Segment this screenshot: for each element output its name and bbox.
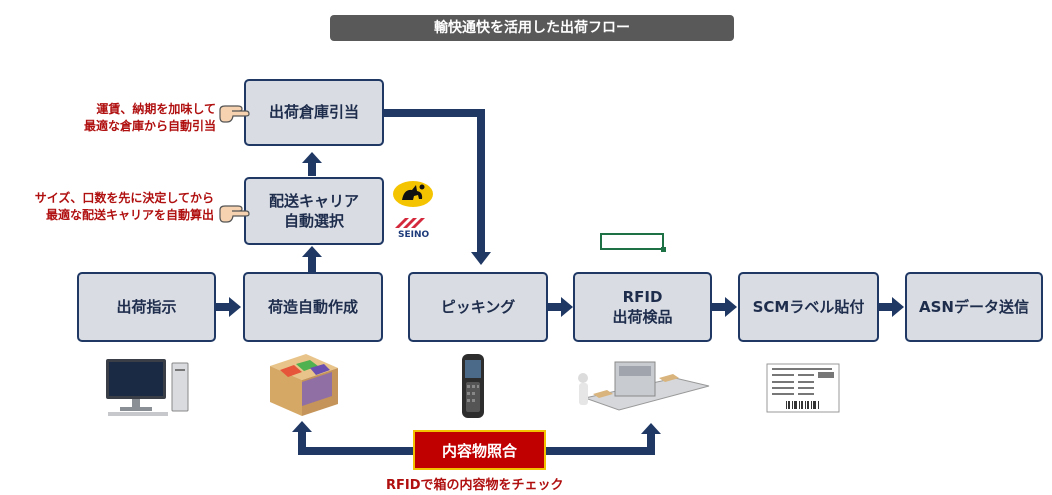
freight-note-line-2: 最適な倉庫から自動引当 [83,119,216,133]
arrow-shaft [712,303,726,311]
arrow-head [641,423,661,434]
arrow-shaft [216,303,230,311]
size-note: サイズ、口数を先に決定してから 最適な配送キャリアを自動算出 [0,190,214,224]
cell-selection-frame [600,233,666,252]
seino-logo-icon [395,218,425,228]
picking-box: ピッキング [408,272,548,342]
arrow-head [302,152,322,163]
arrow-head [292,421,312,432]
asn-send-label: ASNデータ送信 [919,297,1029,316]
arrow-shaft [879,303,893,311]
rfid-label-1: RFID [622,287,663,306]
auto-packing-label: 荷造自動作成 [267,297,358,316]
handheld-scanner-icon [462,354,484,418]
black-cat-logo-icon [393,181,433,207]
seino-logo-text: SEINO [398,230,430,240]
arrow-shaft [298,447,413,455]
arrow-shaft [477,109,485,254]
asn-send-box: ASNデータ送信 [905,272,1043,342]
rfid-gate-conveyor-icon [578,361,710,411]
size-note-line-1: サイズ、口数を先に決定してから [34,191,214,205]
shipping-instruction-label: 出荷指示 [116,297,177,316]
desktop-computer-icon [106,359,189,416]
carrier-selection-label-1: 配送キャリア [268,191,359,210]
carrier-selection-box: 配送キャリア 自動選択 [244,177,384,245]
arrow-shaft [647,432,655,455]
arrow-head [302,246,322,257]
carrier-selection-label-2: 自動選択 [283,212,344,230]
pointing-hand-icon [219,105,250,123]
content-match-label: 内容物照合 [441,441,517,460]
arrow-shaft [298,430,306,455]
warehouse-allocation-box: 出荷倉庫引当 [244,79,384,146]
arrow-head [725,297,737,317]
auto-packing-box: 荷造自動作成 [243,272,383,342]
arrow-shaft [548,303,562,311]
pointing-hand-icon [219,205,250,223]
scm-label-box: SCMラベル貼付 [738,272,879,342]
freight-note-line-1: 運賃、納期を加味して [96,102,216,116]
diagram-title: 輸快通快を活用した出荷フロー [330,15,734,41]
picking-label: ピッキング [440,297,516,316]
arrow-shaft [308,255,316,272]
arrow-shaft [308,161,316,176]
cardboard-box-icon [270,354,338,416]
arrow-shaft [546,447,655,455]
arrow-shaft [384,109,485,117]
shipping-instruction-box: 出荷指示 [77,272,216,342]
rfid-inspection-box: RFID 出荷検品 [573,272,712,342]
freight-note: 運賃、納期を加味して 最適な倉庫から自動引当 [14,101,216,135]
rfid-check-note: RFIDで箱の内容物をチェック [386,478,564,493]
rfid-label-2: 出荷検品 [612,308,673,326]
arrow-head [892,297,904,317]
arrow-head [229,297,241,317]
arrow-head [471,252,491,265]
arrow-head [561,297,573,317]
content-match-badge: 内容物照合 [413,430,546,470]
warehouse-allocation-label: 出荷倉庫引当 [268,103,359,122]
size-note-line-2: 最適な配送キャリアを自動算出 [45,208,214,222]
scm-label-text: SCMラベル貼付 [752,297,865,316]
shipping-label-icon [766,363,840,413]
